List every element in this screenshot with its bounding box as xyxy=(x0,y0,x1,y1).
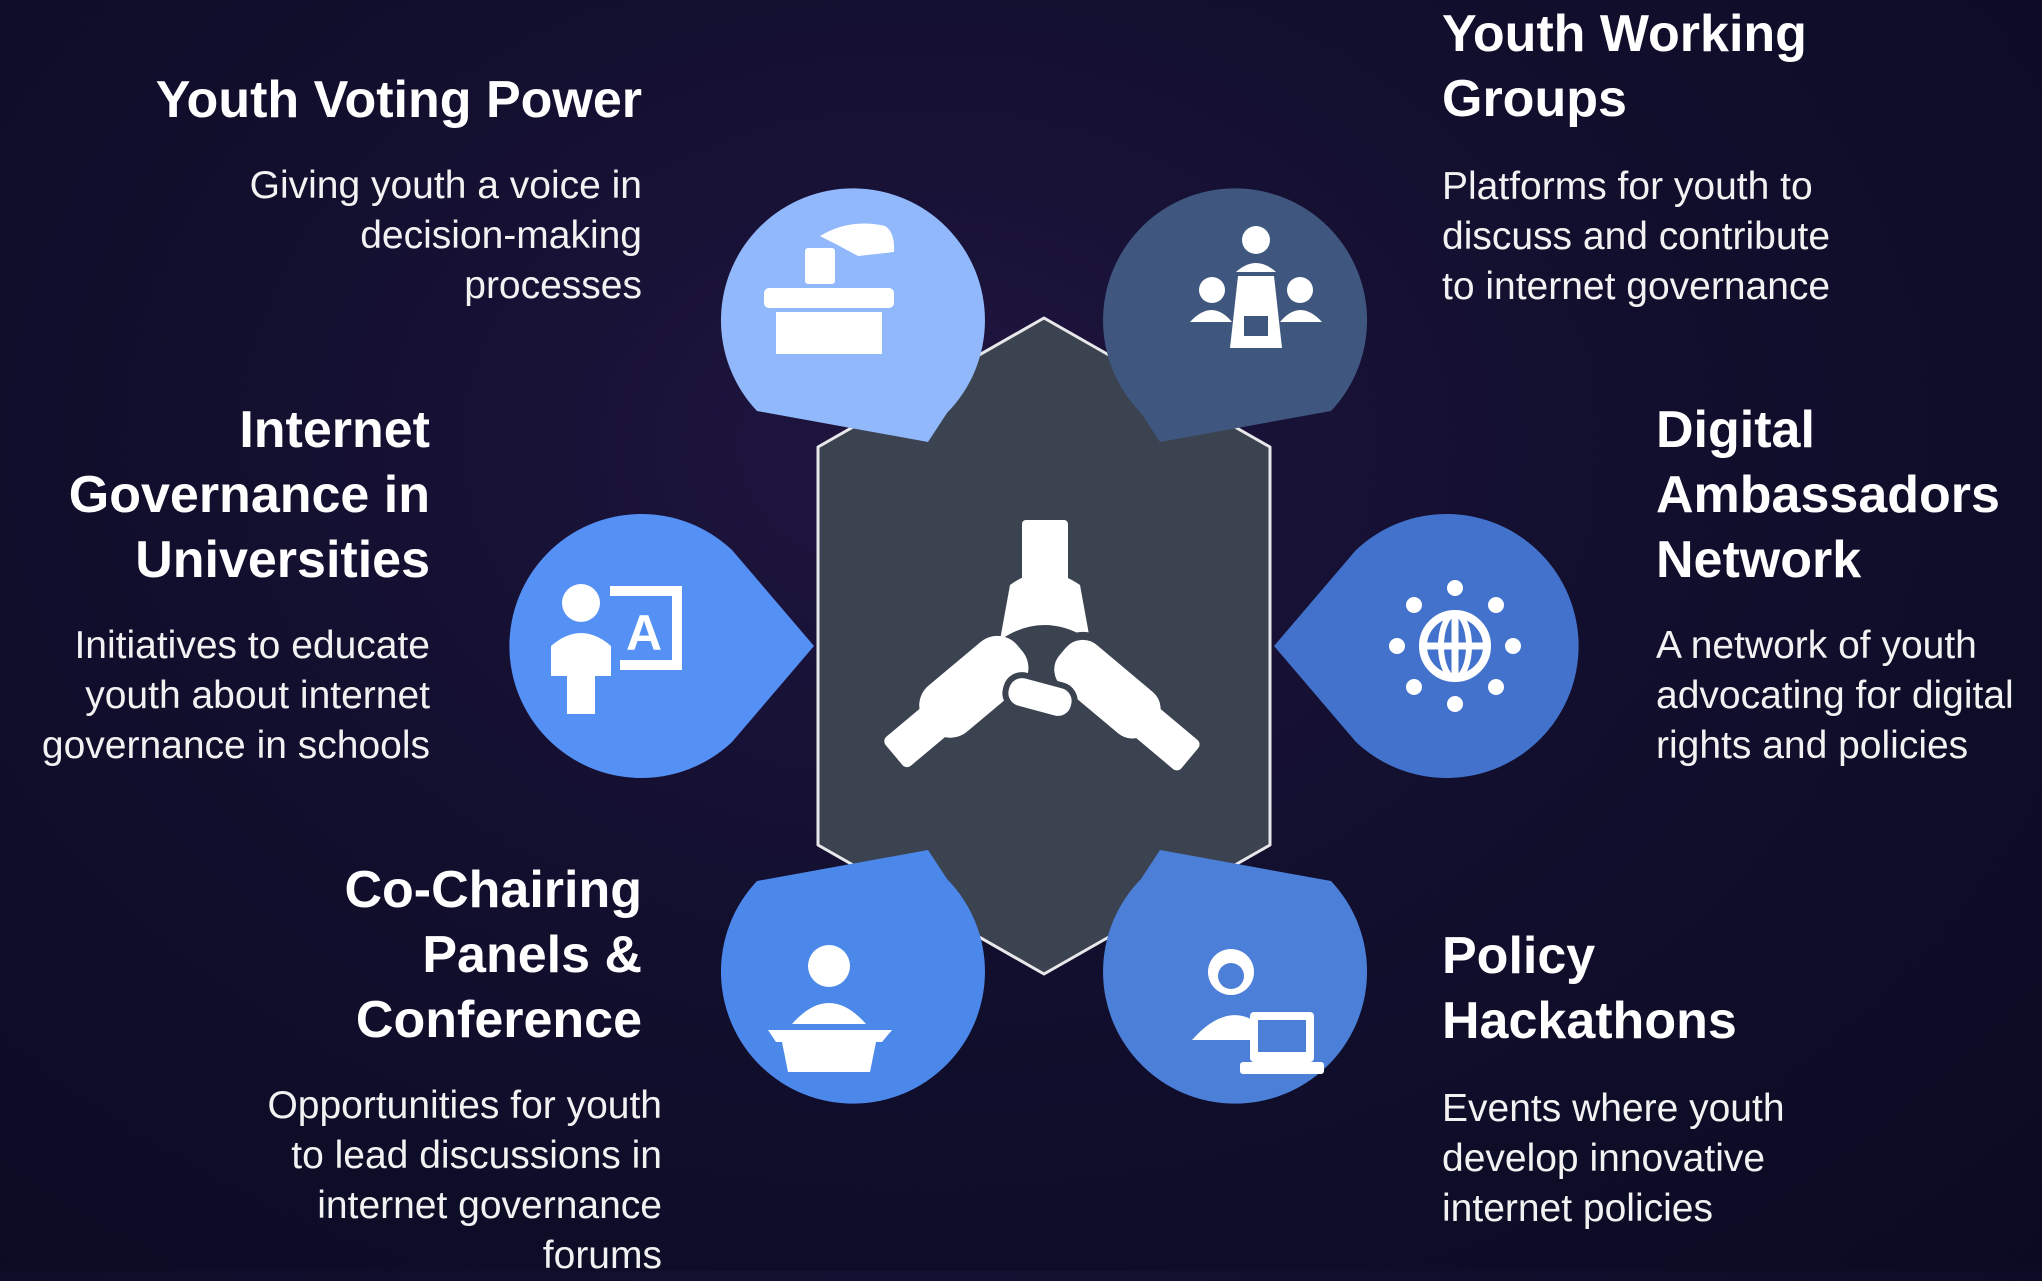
hands-together-icon xyxy=(884,520,1200,771)
item-youth-voting-power: Youth Voting Power Giving youth a voice … xyxy=(82,68,642,311)
item-policy-hackathons: Policy Hackathons Events where youth dev… xyxy=(1442,924,1882,1234)
ballot-box-icon xyxy=(764,223,895,354)
item-description: Events where youth develop innovative in… xyxy=(1442,1087,1785,1230)
item-description: Platforms for youth to discuss and contr… xyxy=(1442,165,1831,308)
item-title: Youth Voting Power xyxy=(155,71,642,129)
item-title: Internet Governance in Universities xyxy=(68,401,430,589)
item-description: Giving youth a voice in decision-making … xyxy=(249,164,642,307)
global-network-icon xyxy=(1389,580,1521,712)
item-title: Youth Working Groups xyxy=(1442,5,1807,128)
center-hexagon xyxy=(816,316,1272,976)
svg-text:A: A xyxy=(626,605,662,661)
item-description: Initiatives to educate youth about inter… xyxy=(41,624,430,767)
person-laptop-icon xyxy=(1192,949,1324,1074)
item-description: Opportunities for youth to lead discussi… xyxy=(267,1084,662,1277)
item-digital-ambassadors: Digital Ambassadors Network A network of… xyxy=(1656,398,2036,771)
item-co-chairing: Co-Chairing Panels & Conference Opportun… xyxy=(242,858,662,1281)
item-title: Co-Chairing Panels & Conference xyxy=(344,861,642,1049)
item-title: Policy Hackathons xyxy=(1442,927,1737,1050)
item-title: Digital Ambassadors Network xyxy=(1656,401,2000,589)
teacher-board-icon: A xyxy=(551,584,682,714)
item-internet-governance-universities: Internet Governance in Universities Init… xyxy=(10,398,430,771)
item-description: A network of youth advocating for digita… xyxy=(1656,624,2014,767)
meeting-group-icon xyxy=(1190,226,1322,348)
item-youth-working-groups: Youth Working Groups Platforms for youth… xyxy=(1442,2,1882,312)
speaker-podium-icon xyxy=(768,945,892,1072)
